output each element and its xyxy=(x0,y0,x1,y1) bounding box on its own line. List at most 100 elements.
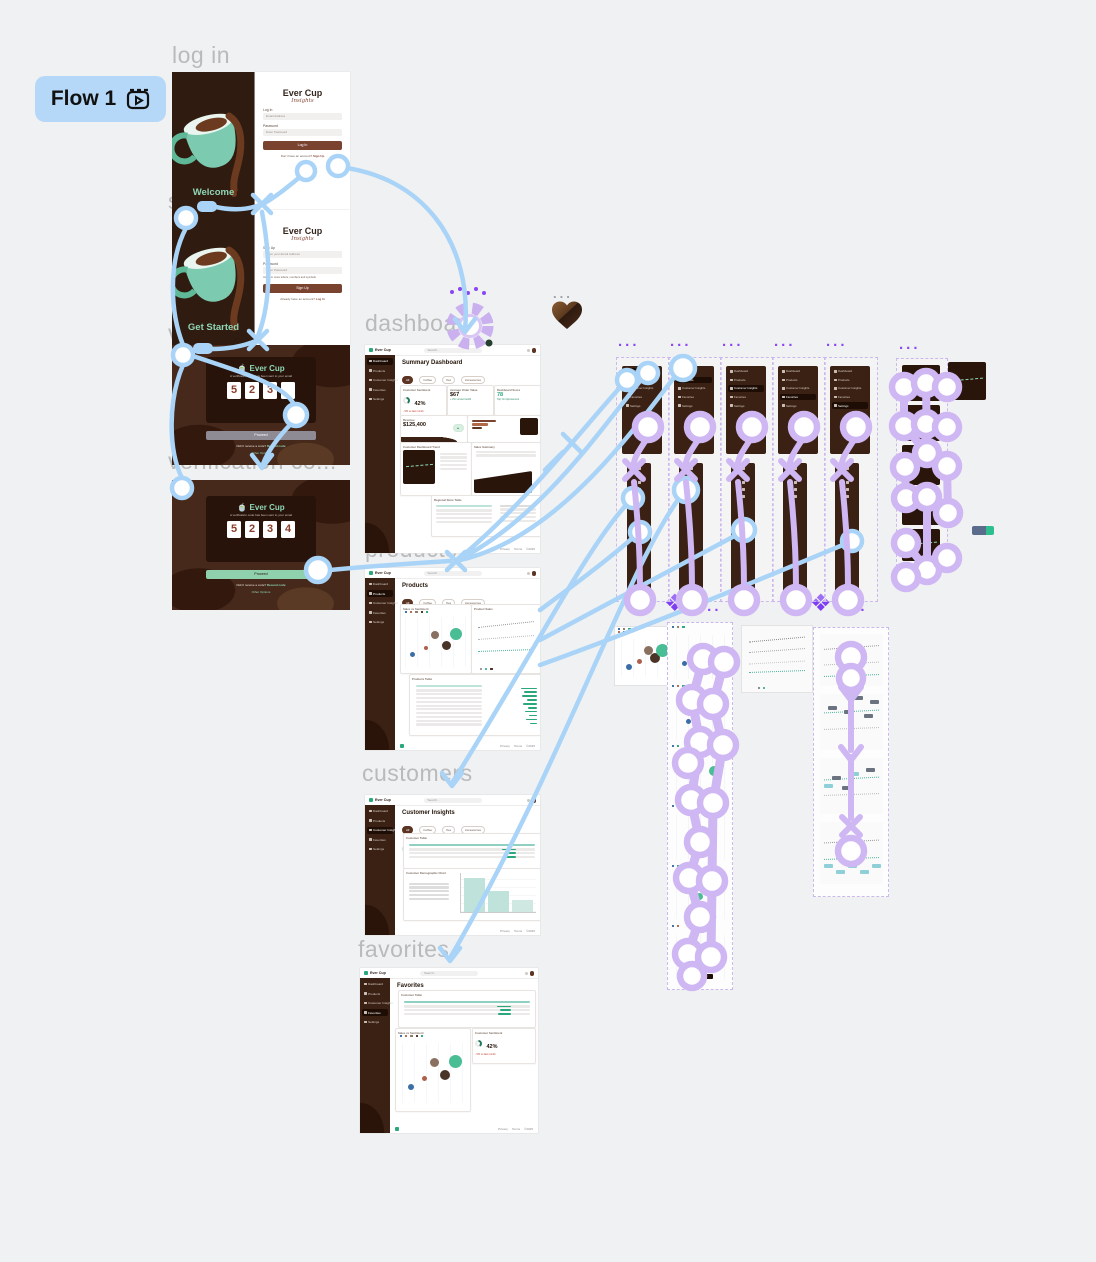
notification-icon[interactable] xyxy=(526,798,530,802)
search-input[interactable]: Search... xyxy=(423,797,482,803)
sidebar-item-products[interactable]: Products xyxy=(728,377,764,384)
privacy-link[interactable]: Privacy xyxy=(500,744,510,748)
sidebar-item-products[interactable]: Products xyxy=(676,376,712,384)
sidebar-item-products[interactable]: Products xyxy=(780,377,816,384)
dashboard-frame[interactable]: Ever Cup Search... Dashboard Products Cu… xyxy=(365,345,540,553)
bubble-chart-component[interactable] xyxy=(614,626,672,686)
code-digit[interactable]: 4 xyxy=(281,521,295,538)
sidebar-item-products[interactable]: Products xyxy=(367,367,393,374)
component-menu-dots[interactable]: ... xyxy=(670,333,692,350)
sidebar-variant-frame-5[interactable]: Dashboard Products Customer Insights Fav… xyxy=(824,357,878,602)
sidebar-item-settings[interactable]: Settings xyxy=(367,619,393,626)
sidebar-item-customer-insights[interactable]: Customer Insights xyxy=(728,385,764,392)
line-chart-component[interactable] xyxy=(741,625,813,693)
sidebar-item-favorites[interactable]: Favorites xyxy=(780,393,816,401)
collapsed-sidebar[interactable] xyxy=(627,463,651,595)
filter-chip-accessories[interactable]: Accessories xyxy=(460,376,486,384)
avatar[interactable] xyxy=(531,798,536,803)
sidebar-variant-frame-1[interactable]: Dashboard Products Customer Insights Fav… xyxy=(616,357,670,602)
sidebar-item-settings[interactable]: Settings xyxy=(624,402,660,409)
heart-icon[interactable] xyxy=(549,299,585,333)
privacy-link[interactable]: Privacy xyxy=(500,547,510,551)
sidebar-item-settings[interactable]: Settings xyxy=(780,402,816,409)
welcome-screen-frame[interactable]: Welcome xyxy=(172,72,255,210)
code-digit[interactable] xyxy=(281,382,295,399)
sidebar-variant-frame-3[interactable]: Dashboard Products Customer Insights Fav… xyxy=(720,357,774,602)
terms-link[interactable]: Terms xyxy=(513,929,523,933)
sidebar-item-dashboard[interactable]: Dashboard xyxy=(362,981,388,988)
flow-start-badge[interactable]: Flow 1 xyxy=(35,76,166,122)
resend-link[interactable]: Resend code xyxy=(266,583,286,587)
sidebar-item-favorites[interactable]: Favorites xyxy=(624,394,660,401)
sidebar-item-products[interactable]: Products xyxy=(362,990,388,997)
code-digit[interactable]: 3 xyxy=(263,382,277,399)
sidebar-item-products[interactable]: Products xyxy=(624,377,660,384)
component-menu-dots[interactable]: ... xyxy=(899,336,921,353)
sidebar-item-products[interactable]: Products xyxy=(367,590,393,597)
sidebar-item-dashboard[interactable]: Dashboard xyxy=(624,368,660,375)
sidebar-item-dashboard[interactable]: Dashboard xyxy=(832,368,868,375)
sidebar-item-favorites[interactable]: Favorites xyxy=(676,394,712,401)
component-menu-dots[interactable]: ... xyxy=(722,333,744,350)
filter-chip-all[interactable]: All xyxy=(402,376,414,384)
component-menu-dots[interactable]: ... xyxy=(618,333,640,350)
sidebar-item-favorites[interactable]: Favorites xyxy=(367,609,393,616)
sidebar-item-dashboard[interactable]: Dashboard xyxy=(728,368,764,375)
component-menu-dots[interactable]: ... xyxy=(774,333,796,350)
code-digit[interactable]: 3 xyxy=(263,521,277,538)
login-screen-frame[interactable]: Ever Cup Insights Log In Email Address P… xyxy=(255,72,350,210)
verification-screen-1[interactable]: 🍵 Ever Cup A verification code has been … xyxy=(172,345,350,465)
login-link[interactable]: Log In xyxy=(315,297,325,301)
sidebar-item-products[interactable]: Products xyxy=(367,817,393,824)
terms-link[interactable]: Terms xyxy=(513,547,523,551)
verification-screen-2[interactable]: 🍵 Ever Cup A verification code has been … xyxy=(172,480,350,610)
sidebar-item-customer-insights[interactable]: Customer Insights xyxy=(676,385,712,392)
email-input[interactable]: Email Address xyxy=(263,113,342,120)
signup-screen-frame[interactable]: Ever Cup Insights Sign Up Enter your Ema… xyxy=(255,210,350,345)
sidebar-item-settings[interactable]: Settings xyxy=(832,402,868,409)
gear-icon[interactable] xyxy=(441,286,503,352)
privacy-link[interactable]: Privacy xyxy=(498,1127,508,1131)
sidebar-item-favorites[interactable]: Favorites xyxy=(728,394,764,401)
customers-frame[interactable]: Ever Cup Search... Dashboard Products Cu… xyxy=(365,795,540,935)
proceed-button[interactable]: Proceed xyxy=(206,570,316,579)
heart-menu-dots[interactable]: ... xyxy=(553,286,573,301)
notification-icon[interactable] xyxy=(524,971,528,975)
other-options-link[interactable]: Other Options xyxy=(251,590,271,594)
sidebar-item-customer-insights[interactable]: Customer Insights xyxy=(362,1000,393,1007)
frame-label-customers[interactable]: customers xyxy=(362,760,473,786)
sidebar-item-customer-insights[interactable]: Customer Insights xyxy=(624,385,660,392)
password-input[interactable]: Enter Password xyxy=(263,267,342,274)
line-chart-component[interactable] xyxy=(948,362,986,400)
sidebar-item-dashboard[interactable]: Dashboard xyxy=(780,368,816,375)
sidebar-item-dashboard[interactable]: Dashboard xyxy=(676,368,712,375)
collapsed-sidebar[interactable] xyxy=(679,463,703,595)
avatar[interactable] xyxy=(531,571,536,576)
search-input[interactable]: Search... xyxy=(420,970,478,976)
notification-icon[interactable] xyxy=(526,348,530,352)
filter-chip-coffee[interactable]: Coffee xyxy=(419,376,437,384)
sidebar-item-customer-insights[interactable]: Customer Insights xyxy=(780,385,816,392)
frame-label-favorites[interactable]: favorites xyxy=(358,936,450,962)
filter-chip-tea[interactable]: Tea xyxy=(442,376,455,384)
resend-link[interactable]: Resend code xyxy=(266,444,286,448)
login-button[interactable]: Log In xyxy=(263,141,342,150)
component-menu-dots[interactable]: ... xyxy=(826,333,848,350)
code-digit[interactable]: 5 xyxy=(227,382,241,399)
sidebar-item-settings[interactable]: Settings xyxy=(367,396,393,403)
code-digit[interactable]: 2 xyxy=(245,521,259,538)
sidebar-item-settings[interactable]: Settings xyxy=(728,402,764,409)
other-options-link[interactable]: Other Options xyxy=(251,451,271,455)
bubble-variant-frame[interactable] xyxy=(667,622,733,990)
sidebar-variant-frame-4[interactable]: Dashboard Products Customer Insights Fav… xyxy=(772,357,826,602)
sidebar-item-products[interactable]: Products xyxy=(832,377,868,384)
mini-badge-component[interactable] xyxy=(972,526,994,535)
frame-label-login[interactable]: log in xyxy=(172,42,230,68)
sidebar-variant-frame-2[interactable]: Dashboard Products Customer Insights Fav… xyxy=(668,357,722,602)
line-variant-frame[interactable] xyxy=(813,627,889,897)
search-input[interactable]: Search... xyxy=(423,347,482,353)
proceed-button[interactable]: Proceed xyxy=(206,431,316,440)
sidebar-item-settings[interactable]: Settings xyxy=(367,846,393,853)
terms-link[interactable]: Terms xyxy=(511,1127,521,1131)
favorites-frame[interactable]: Ever Cup Search... Dashboard Products Cu… xyxy=(360,968,538,1133)
